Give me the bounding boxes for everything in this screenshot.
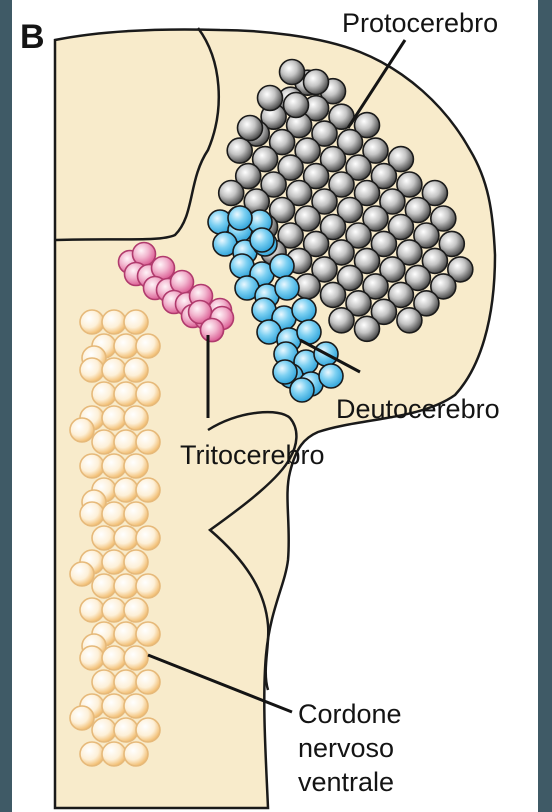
ventral-cord-cell: [114, 478, 138, 502]
ventral-cord-cell: [136, 526, 160, 550]
ventral-cord-cell: [102, 310, 126, 334]
ventral-cord-cell: [124, 454, 148, 478]
ventral-cord-cell: [136, 670, 160, 694]
ventral-cord-cell: [102, 406, 126, 430]
ventral-cord-cell: [114, 526, 138, 550]
ventral-cord-cell: [80, 454, 104, 478]
protocerebro-cell: [227, 138, 252, 163]
protocerebro-cell: [258, 86, 283, 111]
cordone-label-line2: nervoso: [298, 733, 394, 763]
ventral-cord-cell: [124, 598, 148, 622]
ventral-cord-cell: [102, 502, 126, 526]
ventral-cord-cell: [124, 694, 148, 718]
ventral-cord-cell: [80, 310, 104, 334]
ventral-cord-cell: [136, 574, 160, 598]
panel-letter: B: [20, 18, 45, 56]
ventral-cord-cell: [80, 358, 104, 382]
ventral-cord-cell: [80, 742, 104, 766]
ventral-cord-cell: [124, 502, 148, 526]
ventral-cord-cell: [136, 478, 160, 502]
ventral-cord-cell: [136, 622, 160, 646]
ventral-cord-cell: [70, 562, 94, 586]
ventral-cord-cell: [92, 670, 116, 694]
ventral-cord-cell: [102, 454, 126, 478]
ventral-cord-cell: [124, 406, 148, 430]
ventral-cord-cell: [114, 382, 138, 406]
ventral-cord-cell: [114, 574, 138, 598]
cordone-label-line1: Cordone: [298, 699, 402, 729]
ventral-cord-cell: [102, 550, 126, 574]
ventral-cord-cell: [114, 718, 138, 742]
protocerebro-cell: [284, 93, 309, 118]
ventral-cord-cell: [70, 706, 94, 730]
ventral-cord-cell: [124, 358, 148, 382]
ventral-cord-cell: [136, 430, 160, 454]
ventral-cord-cell: [102, 358, 126, 382]
ventral-cord-cell: [80, 646, 104, 670]
deutocerebro-cell: [319, 364, 343, 388]
ventral-cord-cell: [102, 646, 126, 670]
ventral-cord-cell: [114, 622, 138, 646]
protocerebro-cell: [355, 316, 380, 341]
protocerebro-cell: [329, 308, 354, 333]
ventral-cord-cell: [102, 742, 126, 766]
protocerebro-cell: [280, 60, 305, 85]
ventral-cord-cell: [80, 598, 104, 622]
deutocerebro-cell: [290, 378, 314, 402]
ventral-cord-cell: [102, 694, 126, 718]
protocerebro-cell: [238, 116, 263, 141]
deutocerebro-cell: [228, 206, 252, 230]
ventral-cord-cell: [92, 526, 116, 550]
ventral-cord-cell: [80, 502, 104, 526]
ventral-cord-cell: [124, 742, 148, 766]
protocerebro-label: Protocerebro: [342, 8, 498, 38]
deutocerebro-cell: [273, 360, 297, 384]
tritocerebro-label: Tritocerebro: [180, 440, 325, 470]
ventral-cord-cell: [92, 574, 116, 598]
ventral-cord-cell: [92, 718, 116, 742]
deutocerebro-cell: [270, 254, 294, 278]
ventral-cord-cell: [136, 382, 160, 406]
ventral-cord-cell: [114, 430, 138, 454]
ventral-cord-cell: [124, 646, 148, 670]
ventral-cord-cell: [92, 382, 116, 406]
deutocerebro-label: Deutocerebro: [336, 394, 500, 424]
protocerebro-cell: [397, 308, 422, 333]
ventral-cord-cell: [124, 550, 148, 574]
deutocerebro-cell: [292, 298, 316, 322]
tritocerebro-cell: [201, 319, 224, 342]
deutocerebro-cell: [250, 228, 274, 252]
protocerebro-cell: [321, 282, 346, 307]
protocerebro-cell: [219, 181, 244, 206]
ventral-cord-cell: [136, 334, 160, 358]
ventral-cord-cell: [124, 310, 148, 334]
ventral-cord-cell: [70, 418, 94, 442]
ventral-cord-cell: [136, 718, 160, 742]
ventral-cord-cell: [114, 334, 138, 358]
cordone-label-line3: ventrale: [298, 767, 394, 797]
deutocerebro-cell: [275, 276, 299, 300]
ventral-cord-cell: [102, 598, 126, 622]
protocerebro-cell: [304, 70, 329, 95]
ventral-cord-cell: [92, 430, 116, 454]
ventral-cord-cell: [114, 670, 138, 694]
